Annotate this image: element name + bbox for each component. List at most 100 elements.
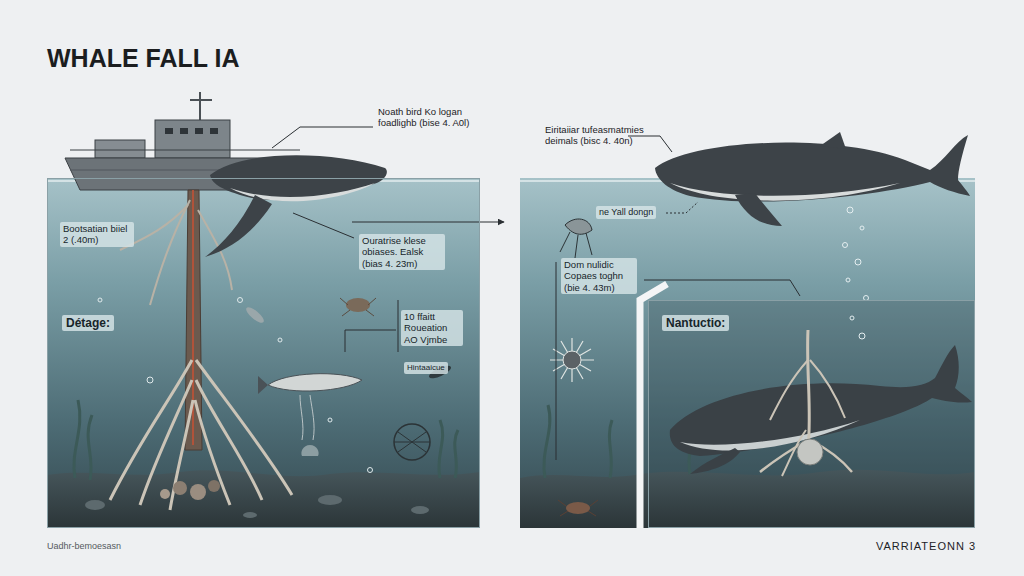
crab	[558, 500, 598, 516]
drifting-creature	[560, 219, 592, 258]
tendril-column	[185, 190, 202, 450]
left-panel	[47, 178, 480, 528]
sea-creatures	[394, 424, 430, 460]
left-panel	[318, 495, 342, 505]
leader-line	[666, 202, 698, 213]
research-ship	[190, 99, 212, 101]
tendril-cluster	[797, 439, 823, 465]
tendril-cluster	[770, 360, 808, 420]
bubble-column	[843, 243, 848, 248]
tendril-column	[110, 190, 292, 510]
bubble-column	[847, 207, 853, 213]
drifting-creature	[565, 219, 592, 234]
crab	[558, 500, 598, 516]
panel-label: Détage:	[62, 315, 114, 331]
crab	[566, 502, 590, 514]
urchin	[563, 351, 581, 369]
bubbles	[238, 298, 243, 303]
floating-whale	[655, 132, 970, 226]
sea-creatures	[268, 374, 362, 391]
floating-whale	[655, 135, 970, 202]
left-panel	[411, 506, 429, 514]
leader-line	[272, 127, 373, 148]
bubbles	[368, 468, 373, 473]
sea-creatures	[394, 432, 430, 452]
research-ship	[199, 92, 201, 122]
panel-label: Nantuctio:	[662, 315, 729, 331]
leader-line	[352, 222, 504, 223]
bubble-column	[846, 278, 850, 282]
bubble-column	[855, 259, 861, 265]
sunken-whale	[690, 448, 740, 474]
bubbles	[98, 228, 373, 473]
sea-creatures	[301, 445, 318, 456]
bubbles	[328, 418, 332, 422]
research-ship	[195, 128, 203, 134]
sunken-whale	[670, 345, 972, 456]
bubbles	[278, 338, 282, 342]
urchin	[550, 338, 594, 382]
leader-line	[272, 127, 800, 460]
research-ship	[155, 120, 230, 158]
tendril-cluster	[808, 330, 810, 448]
right-panel	[520, 470, 975, 528]
right-seaweed	[544, 405, 693, 478]
research-ship	[165, 128, 173, 134]
sea-creatures	[258, 376, 268, 394]
callout-label: 10 ffaitt Roueation AO Vjmbe	[401, 310, 463, 346]
right-panel	[520, 178, 975, 528]
leader-line	[345, 330, 396, 352]
bubble-column	[843, 207, 869, 339]
seaweed	[88, 415, 92, 480]
floating-whale	[670, 183, 900, 201]
leader-line	[556, 262, 557, 460]
sunken-whale	[670, 345, 972, 474]
surface-whale	[230, 183, 375, 201]
leader-line	[628, 136, 672, 152]
right-seaweed	[544, 405, 550, 478]
footer-note: VARRIATEONN 3	[876, 540, 976, 553]
research-ship	[180, 128, 188, 134]
leader-line	[398, 300, 399, 352]
callout-label: Eiritaiiar tufeasmatmies deimals (bisc 4…	[545, 124, 657, 147]
tendril-column	[150, 200, 190, 305]
leader-line	[644, 280, 800, 296]
surface-whale	[205, 195, 272, 257]
tendril-column	[160, 489, 170, 499]
tendril-column	[170, 400, 193, 510]
diagram-title: WHALE FALL IA	[47, 44, 240, 73]
bubble-column	[850, 316, 854, 320]
floating-whale	[820, 132, 846, 149]
sea-creatures	[340, 298, 376, 316]
callout-label: Ouratrise klese obiases. Ealsk (bias 4. …	[359, 234, 445, 270]
bubbles	[147, 377, 153, 383]
research-ship	[70, 150, 300, 151]
tendril-column	[196, 380, 262, 500]
seaweed	[439, 420, 443, 478]
drifting-creature	[560, 232, 592, 258]
tendril-cluster	[810, 360, 845, 418]
footer-note: Uadhr-bemoesasn	[47, 541, 121, 552]
left-panel	[243, 512, 257, 518]
bubble-column	[860, 226, 864, 230]
sea-creatures	[244, 305, 266, 325]
callout-label: Hintaaicue	[404, 362, 448, 374]
bubble-column	[859, 333, 865, 339]
left-panel	[47, 178, 480, 528]
callout-label: Noath bird Ko logan foadlighb (bise 4. A…	[378, 106, 482, 129]
tendril-column	[208, 480, 220, 492]
urchin	[550, 338, 594, 382]
tendril-column	[190, 484, 206, 500]
leader-line	[293, 213, 354, 238]
callout-label: Bootsatian biiel 2 (.40m)	[60, 222, 134, 247]
seaweed	[74, 400, 80, 478]
research-ship	[95, 140, 145, 158]
seaweed	[455, 430, 458, 478]
left-panel	[85, 500, 105, 510]
research-ship	[210, 128, 218, 134]
callout-label: Dom nulidic Copaes toghn (bie 4. 43m)	[561, 258, 637, 294]
tendril-column	[173, 481, 187, 495]
